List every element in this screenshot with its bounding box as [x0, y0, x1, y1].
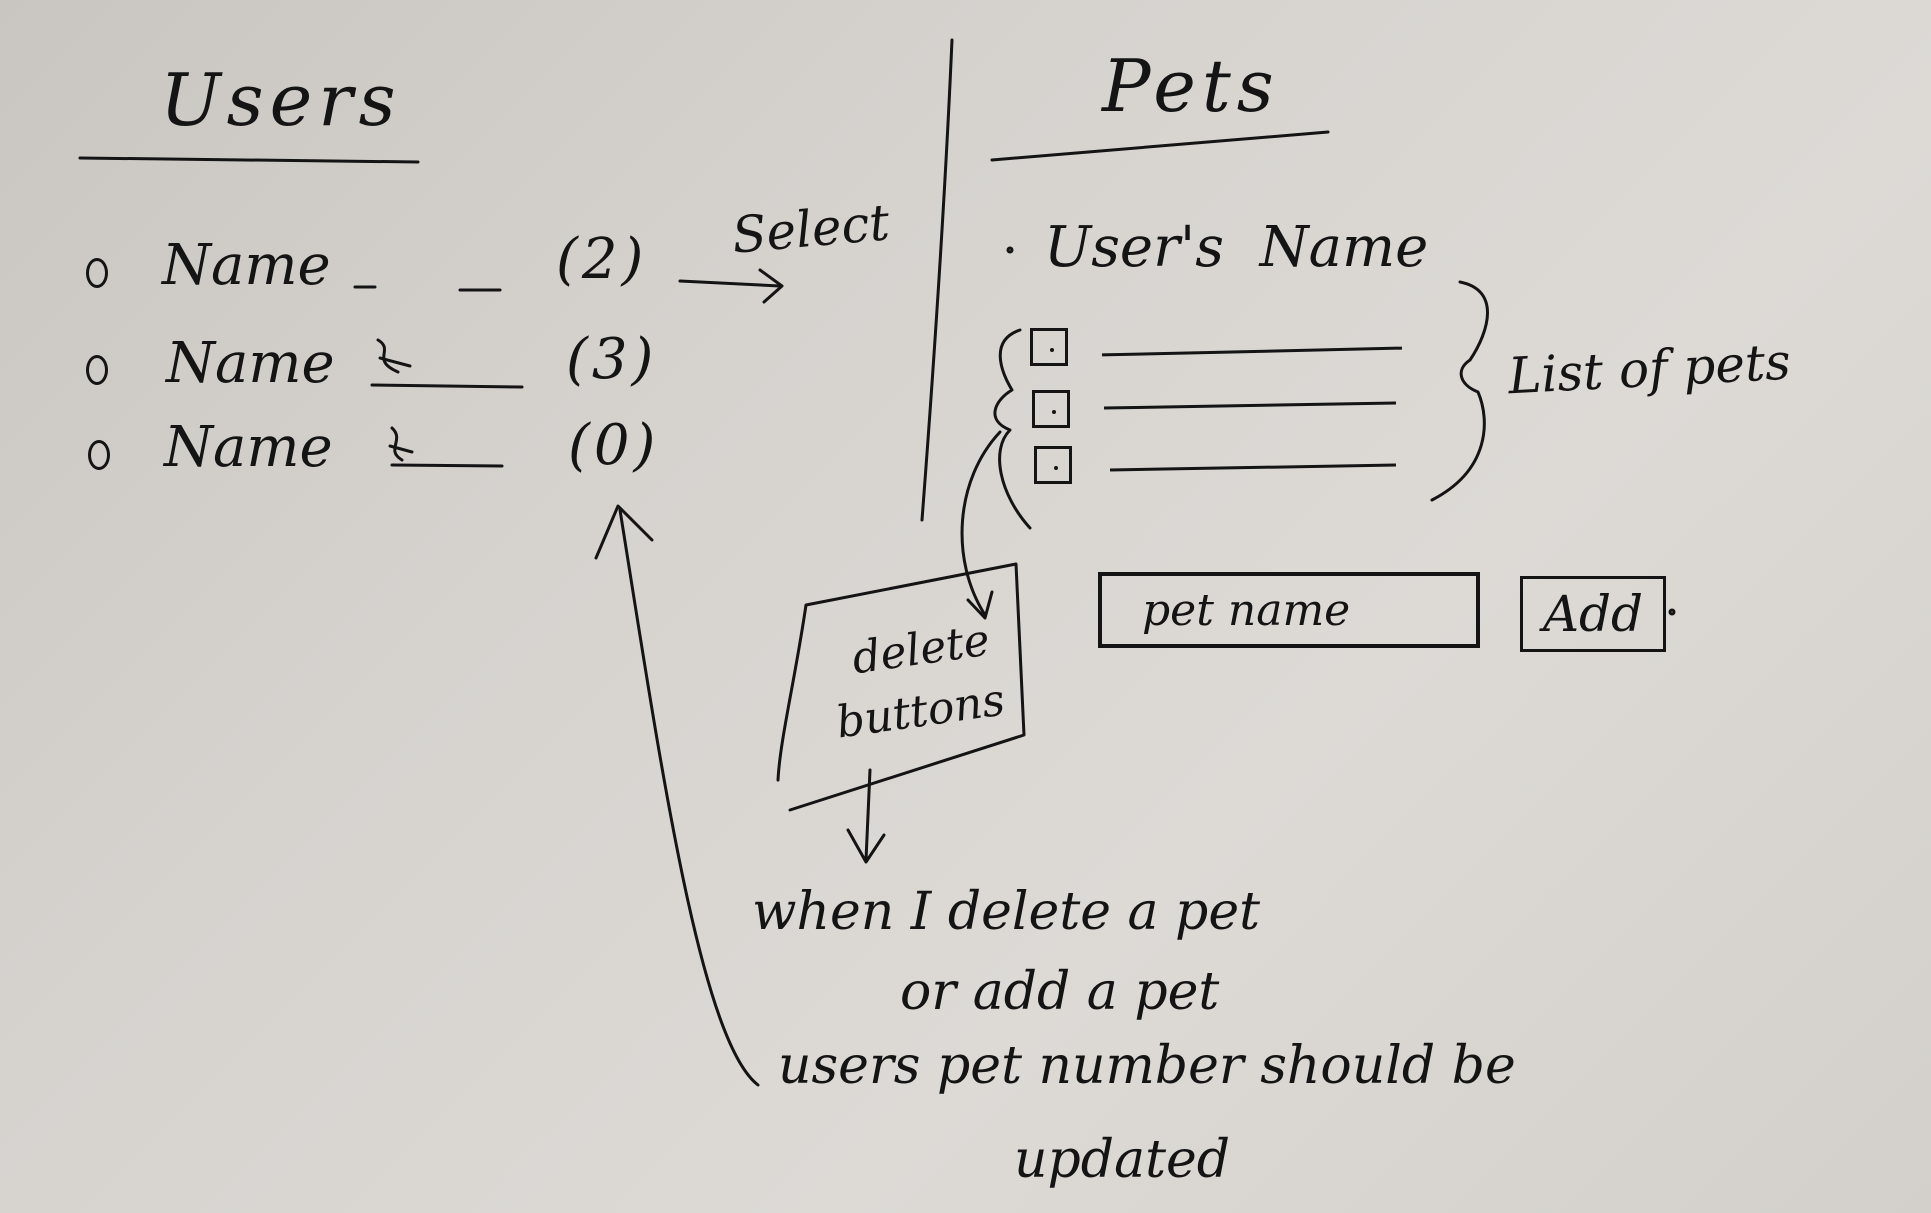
list-of-pets-annotation: List of pets	[1506, 332, 1793, 406]
select-arrow	[678, 268, 784, 304]
update-arrow	[594, 504, 760, 1087]
update-note-line-1: when I delete a pet	[752, 882, 1261, 942]
user-radio[interactable]	[86, 258, 108, 288]
list-of-pets-brace	[1430, 280, 1489, 502]
user-pet-count: (2)	[556, 227, 648, 292]
pet-name-input[interactable]: pet name	[1098, 572, 1480, 648]
delete-buttons-callout	[776, 562, 1026, 812]
pet-delete-button[interactable]	[1032, 390, 1070, 428]
user-pet-count: (3)	[566, 327, 658, 392]
selected-user-heading: User's Name	[1044, 215, 1429, 280]
user-pet-count: (0)	[568, 413, 660, 478]
pet-delete-button[interactable]	[1030, 328, 1068, 366]
pets-title-underline	[990, 130, 1330, 162]
panel-divider	[920, 38, 954, 522]
user-radio[interactable]	[86, 355, 108, 385]
pets-title: Pets	[1102, 44, 1280, 128]
users-title-underline	[78, 156, 420, 164]
add-pet-button[interactable]: Add	[1520, 576, 1666, 652]
user-name: Name	[166, 331, 335, 396]
select-annotation: Select	[729, 193, 892, 265]
user-name: Name	[164, 415, 333, 480]
users-title: Users	[160, 58, 402, 142]
user-name: Name	[162, 233, 331, 298]
update-note-line-3: users pet number should be	[778, 1036, 1516, 1096]
user-radio[interactable]	[88, 440, 110, 470]
update-note-line-4: updated	[1014, 1130, 1231, 1190]
update-note-line-2: or add a pet	[900, 962, 1220, 1022]
pet-delete-button[interactable]	[1034, 446, 1072, 484]
delete-brace	[993, 328, 1032, 530]
